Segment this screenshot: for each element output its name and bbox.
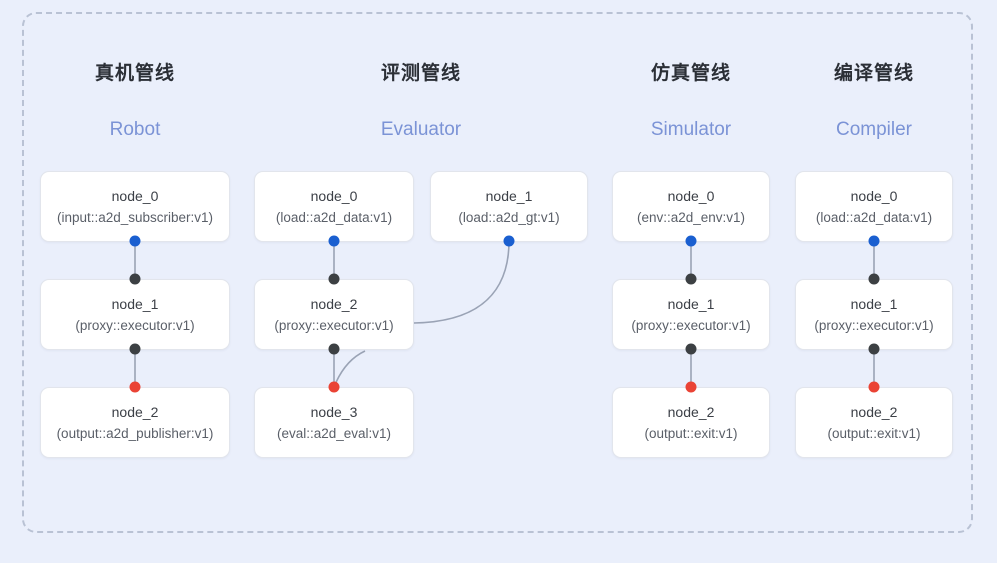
node-spec: (load::a2d_data:v1) xyxy=(275,209,393,225)
pipeline-group-frame xyxy=(22,12,973,533)
port-source-comp-node-0[interactable] xyxy=(868,235,880,247)
node-name: node_2 xyxy=(667,403,715,420)
node-spec: (output::a2d_publisher:v1) xyxy=(56,425,214,441)
node-name: node_0 xyxy=(111,187,159,204)
port-source-eval-node-0[interactable] xyxy=(328,235,340,247)
node-eval-node-1[interactable]: node_1 (load::a2d_gt:v1) xyxy=(430,171,588,242)
port-sink-comp-node-2[interactable] xyxy=(868,381,880,393)
port-sink-eval-node-3[interactable] xyxy=(328,381,340,393)
node-name: node_1 xyxy=(850,295,898,312)
node-comp-node-2[interactable]: node_2 (output::exit:v1) xyxy=(795,387,953,458)
port-link-robot-node-1-in[interactable] xyxy=(129,273,141,285)
node-name: node_2 xyxy=(310,295,358,312)
port-source-sim-node-0[interactable] xyxy=(685,235,697,247)
node-spec: (proxy::executor:v1) xyxy=(274,317,394,333)
node-sim-node-0[interactable]: node_0 (env::a2d_env:v1) xyxy=(612,171,770,242)
node-name: node_0 xyxy=(850,187,898,204)
node-spec: (output::exit:v1) xyxy=(644,425,738,441)
node-sim-node-1[interactable]: node_1 (proxy::executor:v1) xyxy=(612,279,770,350)
node-comp-node-0[interactable]: node_0 (load::a2d_data:v1) xyxy=(795,171,953,242)
node-name: node_2 xyxy=(850,403,898,420)
node-name: node_3 xyxy=(310,403,358,420)
port-link-comp-node-1-in[interactable] xyxy=(868,273,880,285)
node-eval-node-2[interactable]: node_2 (proxy::executor:v1) xyxy=(254,279,414,350)
node-eval-node-0[interactable]: node_0 (load::a2d_data:v1) xyxy=(254,171,414,242)
node-name: node_1 xyxy=(485,187,533,204)
node-name: node_1 xyxy=(667,295,715,312)
node-sim-node-2[interactable]: node_2 (output::exit:v1) xyxy=(612,387,770,458)
node-name: node_0 xyxy=(310,187,358,204)
node-spec: (eval::a2d_eval:v1) xyxy=(276,425,392,441)
node-spec: (load::a2d_gt:v1) xyxy=(458,209,560,225)
node-spec: (proxy::executor:v1) xyxy=(75,317,195,333)
port-source-robot-node-0[interactable] xyxy=(129,235,141,247)
port-link-sim-node-1-in[interactable] xyxy=(685,273,697,285)
port-link-eval-node-2-out[interactable] xyxy=(328,343,340,355)
node-eval-node-3[interactable]: node_3 (eval::a2d_eval:v1) xyxy=(254,387,414,458)
node-spec: (env::a2d_env:v1) xyxy=(636,209,746,225)
port-link-eval-node-2-in[interactable] xyxy=(328,273,340,285)
node-name: node_0 xyxy=(667,187,715,204)
node-name: node_2 xyxy=(111,403,159,420)
port-sink-sim-node-2[interactable] xyxy=(685,381,697,393)
node-robot-node-2[interactable]: node_2 (output::a2d_publisher:v1) xyxy=(40,387,230,458)
node-spec: (proxy::executor:v1) xyxy=(814,317,934,333)
node-robot-node-0[interactable]: node_0 (input::a2d_subscriber:v1) xyxy=(40,171,230,242)
port-link-robot-node-1-out[interactable] xyxy=(129,343,141,355)
node-name: node_1 xyxy=(111,295,159,312)
node-spec: (input::a2d_subscriber:v1) xyxy=(56,209,214,225)
node-spec: (load::a2d_data:v1) xyxy=(815,209,933,225)
node-comp-node-1[interactable]: node_1 (proxy::executor:v1) xyxy=(795,279,953,350)
node-spec: (proxy::executor:v1) xyxy=(631,317,751,333)
port-source-eval-node-1[interactable] xyxy=(503,235,515,247)
node-robot-node-1[interactable]: node_1 (proxy::executor:v1) xyxy=(40,279,230,350)
port-link-sim-node-1-out[interactable] xyxy=(685,343,697,355)
port-link-comp-node-1-out[interactable] xyxy=(868,343,880,355)
node-spec: (output::exit:v1) xyxy=(827,425,921,441)
port-sink-robot-node-2[interactable] xyxy=(129,381,141,393)
